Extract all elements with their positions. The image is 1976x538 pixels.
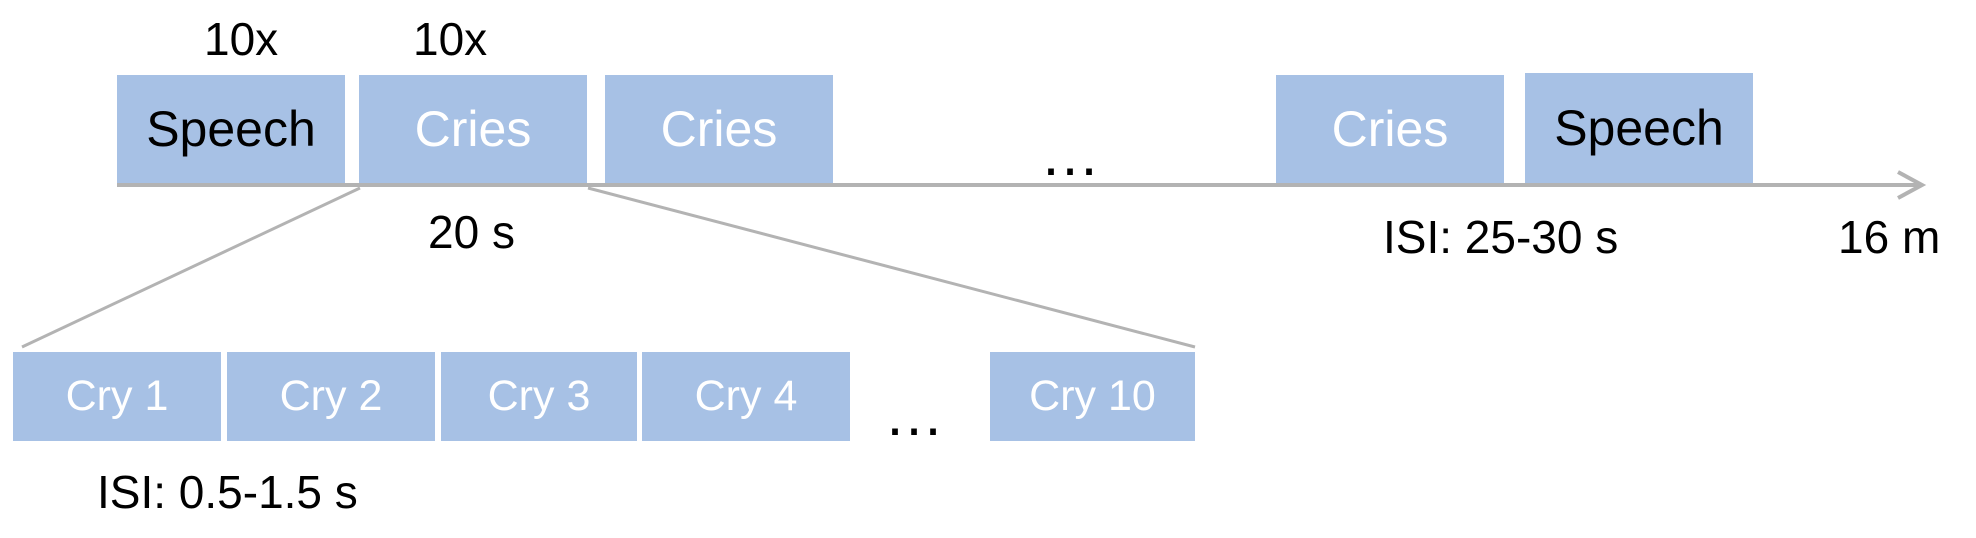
trial-ellipsis: …: [884, 381, 950, 448]
trial-block-cry-10: Cry 10: [990, 352, 1195, 441]
block-label: Cries: [414, 101, 532, 157]
trial-label: Cry 1: [65, 372, 169, 420]
block-duration-label: 20 s: [428, 206, 515, 258]
block-label: Speech: [146, 101, 316, 157]
timeline-block-speech-end: Speech: [1525, 73, 1753, 183]
timeline-arrowhead: [1897, 170, 1927, 200]
total-duration-label: 16 m: [1838, 211, 1941, 263]
trial-label: Cry 3: [487, 372, 591, 420]
timeline-ellipsis: …: [1040, 121, 1106, 188]
trial-label: Cry 2: [279, 372, 383, 420]
repeat-label-cries: 10x: [413, 13, 488, 65]
trial-block-cry-3: Cry 3: [441, 352, 637, 441]
inter-block-isi-label: ISI: 25-30 s: [1383, 211, 1619, 263]
trial-block-cry-1: Cry 1: [13, 352, 221, 441]
timeline-block-cries-1: Cries: [359, 75, 587, 183]
block-label: Speech: [1554, 100, 1724, 156]
zoom-line-right: [587, 186, 1196, 349]
trial-label: Cry 4: [694, 372, 798, 420]
trial-block-cry-4: Cry 4: [642, 352, 850, 441]
repeat-label-speech: 10x: [204, 13, 279, 65]
block-label: Cries: [660, 101, 778, 157]
timeline-block-cries-2: Cries: [605, 75, 833, 183]
block-label: Cries: [1331, 101, 1449, 157]
timeline-block-speech-start: Speech: [117, 75, 345, 183]
zoom-line-left: [21, 186, 361, 349]
inter-trial-isi-label: ISI: 0.5-1.5 s: [97, 466, 358, 518]
trial-label: Cry 10: [1029, 372, 1156, 420]
timeline-block-cries-last: Cries: [1276, 75, 1504, 183]
trial-block-cry-2: Cry 2: [227, 352, 435, 441]
